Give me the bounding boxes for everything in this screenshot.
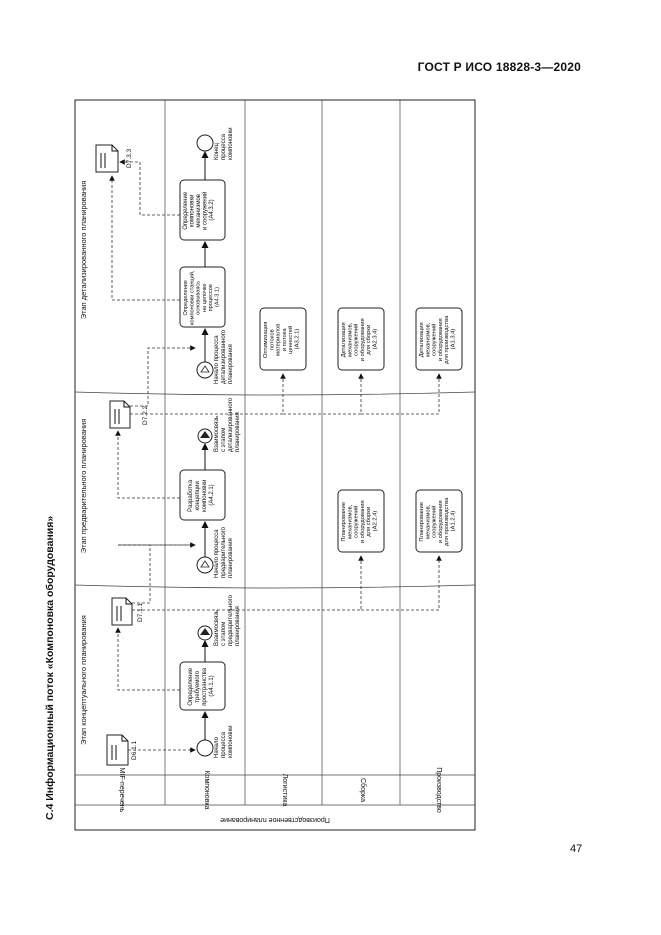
document-icon: D7.3.3 [95, 144, 133, 173]
task-box [337, 307, 385, 371]
svg-text:D7.3.3: D7.3.3 [126, 148, 133, 168]
task-label: Разработка концепции компоновки (A4.2.1) [188, 478, 215, 512]
task-label: Определение требуемого пространства (A4.… [188, 666, 215, 706]
phase-label: Этап концептуального планирования [79, 615, 88, 745]
task-label: Детализация механизмов, сооружений и обо… [419, 314, 457, 364]
task-box [415, 489, 463, 553]
phase-divider-2 [74, 584, 476, 589]
phase-label: Этап детализированного планирования [79, 181, 88, 320]
task-label: Планирование механизмов, сооружений и об… [341, 499, 379, 544]
task-box [179, 266, 226, 328]
phase-label: Этап предварительного планирования [79, 419, 88, 554]
lane-label: Сборка [359, 778, 367, 802]
lane-label: MIF-перечень [118, 768, 125, 813]
start-event-icon [196, 739, 214, 757]
page-number: 47 [570, 843, 583, 855]
task-label: Оптимизация потоков материалов и потока … [263, 320, 301, 358]
event-label: Начало процесса предварительного планиро… [214, 525, 234, 578]
information-flow [109, 159, 442, 753]
event-label: Взаимосвязь с этапом детализированного п… [214, 396, 241, 452]
task-label: Планирование механизмов, сооружений и об… [419, 496, 457, 546]
end-event-icon [196, 134, 214, 152]
lane-label: Компоновка [203, 770, 210, 809]
start-event-icon [196, 361, 214, 379]
svg-text:D7.2.2: D7.2.2 [142, 405, 149, 425]
pool-frame [74, 99, 476, 831]
svg-text:D7.1.1: D7.1.1 [137, 602, 144, 622]
lane-label: Логистика [281, 774, 288, 807]
event-label: Начало процесса детализированного планир… [214, 328, 234, 384]
task-label: Детализация механизмов, сооружений и обо… [341, 317, 379, 362]
document-header: ГОСТ Р ИСО 18828-3—2020 [417, 60, 581, 74]
task-label: Определение компоновки станций, основыва… [183, 269, 221, 325]
start-event-icon [196, 556, 214, 574]
task-box [179, 469, 226, 521]
pool-label: Производственное планирование [220, 816, 330, 823]
event-label: Конец процесса компоновки [214, 127, 234, 160]
event-label: Взаимосвязь с этапом предварительного пл… [214, 593, 241, 646]
task-box [337, 489, 385, 553]
task-box [179, 661, 226, 711]
document-icon: D7.2.2 [109, 400, 149, 429]
document-icon: D7.1.1 [111, 597, 144, 626]
task-box [259, 307, 307, 371]
phase-divider-1 [74, 391, 476, 396]
task-box [179, 179, 226, 241]
task-label: Определение компоновки механизмов и соор… [183, 190, 215, 230]
event-label: Начало процесса компоновки [214, 725, 234, 758]
task-box [415, 307, 463, 371]
lane-label: Производство [435, 767, 442, 813]
